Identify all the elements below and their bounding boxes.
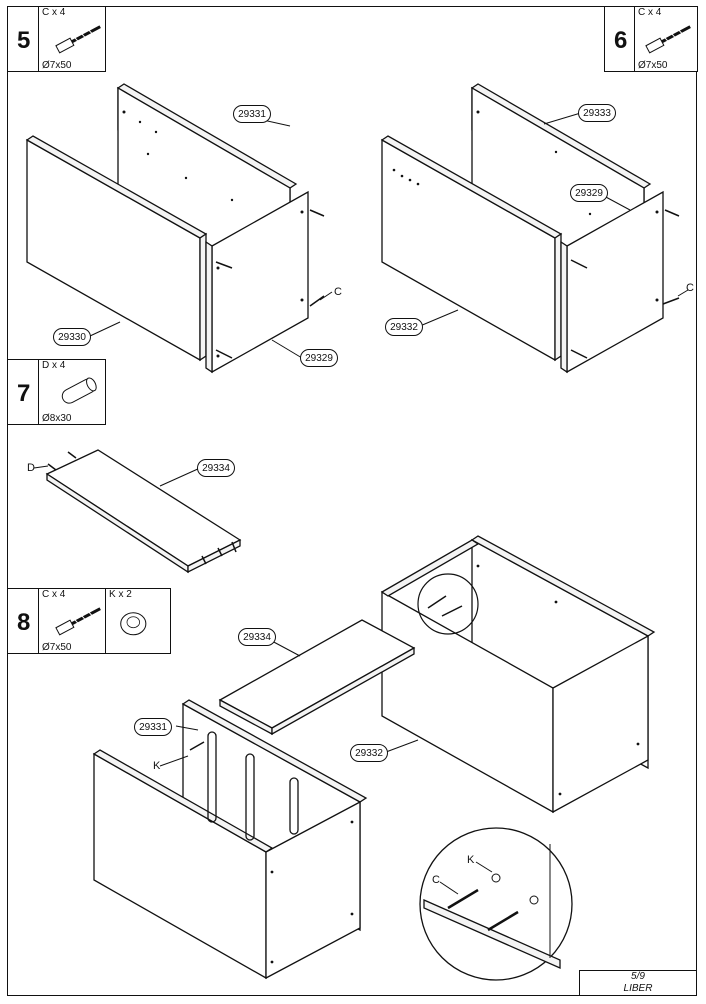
step-5-box: 5 C x 4 Ø7x50: [7, 6, 106, 72]
part-d-dowel: D x 4 Ø8x30: [38, 359, 106, 425]
step-number: 5: [17, 27, 31, 54]
page-number: 5/9: [631, 971, 645, 982]
step-8-box: 8 C x 4 Ø7x50 K x 2: [7, 588, 171, 654]
step-number: 7: [17, 380, 31, 407]
label-k: K: [467, 854, 475, 866]
callout-29330: 29330: [53, 328, 91, 346]
label-d: D: [27, 462, 35, 474]
page-frame: [7, 6, 697, 996]
callout-29329: 29329: [570, 184, 608, 202]
label-c: C: [432, 874, 440, 886]
part-qty: K x 2: [109, 589, 132, 600]
callout-29331: 29331: [233, 105, 271, 123]
step8-assembly: [92, 535, 656, 981]
step-number: 8: [17, 609, 31, 636]
callout-29332: 29332: [350, 744, 388, 762]
part-size: Ø8x30: [42, 413, 72, 424]
part-c-screw: C x 4 Ø7x50: [634, 6, 698, 72]
part-qty: C x 4: [42, 589, 66, 600]
cap-icon: [120, 612, 147, 636]
page-footer: 5/9 LIBER: [579, 970, 697, 996]
part-k-cap: K x 2: [105, 588, 171, 654]
screw-icon: [645, 25, 691, 54]
screw-icon: [55, 25, 101, 54]
dowel-icon: [61, 377, 97, 404]
step5-assembly: [25, 83, 333, 374]
detail-circle: [419, 827, 573, 981]
label-c: C: [334, 286, 342, 298]
screw-icon: [55, 607, 101, 636]
callout-29331: 29331: [134, 718, 172, 736]
step7-assembly: [33, 449, 242, 574]
callout-29333: 29333: [578, 104, 616, 122]
callout-29334: 29334: [197, 459, 235, 477]
label-k: K: [153, 760, 161, 772]
part-qty: C x 4: [42, 7, 66, 18]
label-c: C: [686, 282, 694, 294]
step6-assembly: [380, 83, 689, 374]
part-qty: C x 4: [638, 7, 662, 18]
part-size: Ø7x50: [638, 60, 668, 71]
product-name: LIBER: [623, 983, 653, 994]
callout-29332: 29332: [385, 318, 423, 336]
step-6-box: 6 C x 4 Ø7x50: [604, 6, 698, 72]
step-number: 6: [614, 27, 628, 54]
part-qty: D x 4: [42, 360, 66, 371]
step-7-box: 7 D x 4 Ø8x30: [7, 359, 106, 425]
part-c-screw: C x 4 Ø7x50: [38, 6, 106, 72]
part-size: Ø7x50: [42, 642, 72, 653]
callout-29334: 29334: [238, 628, 276, 646]
part-size: Ø7x50: [42, 60, 72, 71]
part-c-screw: C x 4 Ø7x50: [38, 588, 106, 654]
callout-29329: 29329: [300, 349, 338, 367]
